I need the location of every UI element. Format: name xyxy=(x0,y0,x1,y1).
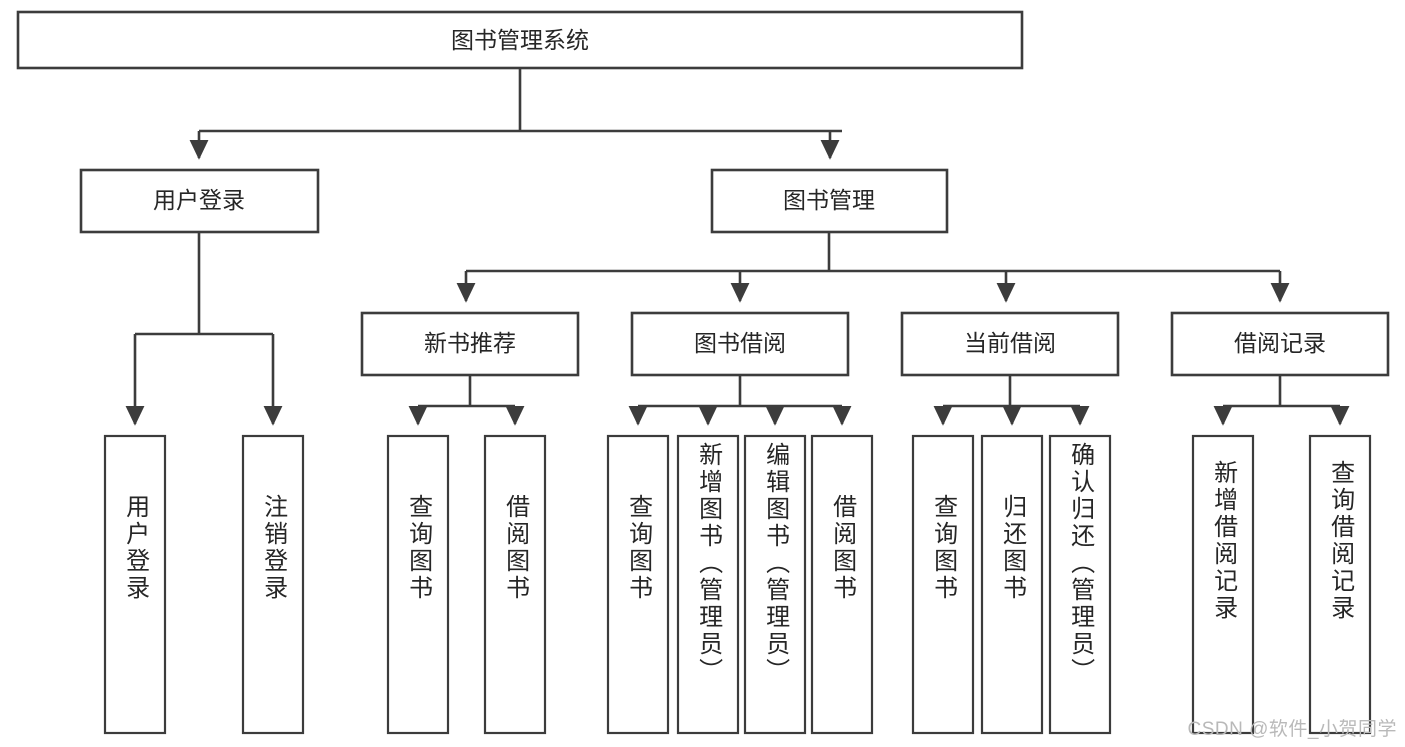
node-borrow-record-label: 借阅记录 xyxy=(1234,330,1326,356)
leaf-box-query-book-1[interactable] xyxy=(386,434,450,735)
connector-book-management-to-level2 xyxy=(456,232,1290,303)
node-current-borrow-label: 当前借阅 xyxy=(964,330,1056,356)
node-book-borrow-label: 图书借阅 xyxy=(694,330,786,356)
leaf-box-query-book-3[interactable] xyxy=(911,434,975,735)
leaf-box-add-book[interactable] xyxy=(676,434,740,735)
node-root[interactable]: 图书管理系统 xyxy=(16,10,1024,70)
node-current-borrow[interactable]: 当前借阅 xyxy=(900,311,1120,377)
leaf-box-borrow-book-2[interactable] xyxy=(810,434,874,735)
node-root-label: 图书管理系统 xyxy=(451,27,589,53)
leaf-box-logout[interactable] xyxy=(241,434,305,735)
node-new-book-recommend[interactable]: 新书推荐 xyxy=(360,311,580,377)
node-new-book-recommend-label: 新书推荐 xyxy=(424,330,516,356)
leaf-box-return-book[interactable] xyxy=(980,434,1044,735)
leaf-box-add-record[interactable] xyxy=(1191,434,1255,735)
leaf-box-query-record[interactable] xyxy=(1308,434,1372,735)
csdn-watermark: CSDN @软件_小贺同学 xyxy=(1187,719,1397,740)
connector-current-borrow-to-leaves xyxy=(933,375,1090,426)
leaf-box-user-login[interactable] xyxy=(103,434,167,735)
connector-borrow-record-to-leaves xyxy=(1213,375,1350,426)
connector-new-book-recommend-to-leaves xyxy=(408,375,525,426)
leaf-box-borrow-book-1[interactable] xyxy=(483,434,547,735)
node-book-management-label: 图书管理 xyxy=(783,187,875,213)
leaf-box-edit-book[interactable] xyxy=(743,434,807,735)
node-borrow-record[interactable]: 借阅记录 xyxy=(1170,311,1390,377)
node-user-login-label: 用户登录 xyxy=(153,187,245,213)
connector-root-to-level1 xyxy=(189,68,842,160)
leaf-box-confirm-return[interactable] xyxy=(1048,434,1112,735)
node-book-management[interactable]: 图书管理 xyxy=(710,168,949,234)
leaf-boxes xyxy=(103,434,1372,735)
node-book-borrow[interactable]: 图书借阅 xyxy=(630,311,850,377)
leaf-box-query-book-2[interactable] xyxy=(606,434,670,735)
connector-user-login-to-leaves xyxy=(125,232,283,426)
connector-book-borrow-to-leaves xyxy=(628,375,852,426)
node-user-login[interactable]: 用户登录 xyxy=(79,168,320,234)
